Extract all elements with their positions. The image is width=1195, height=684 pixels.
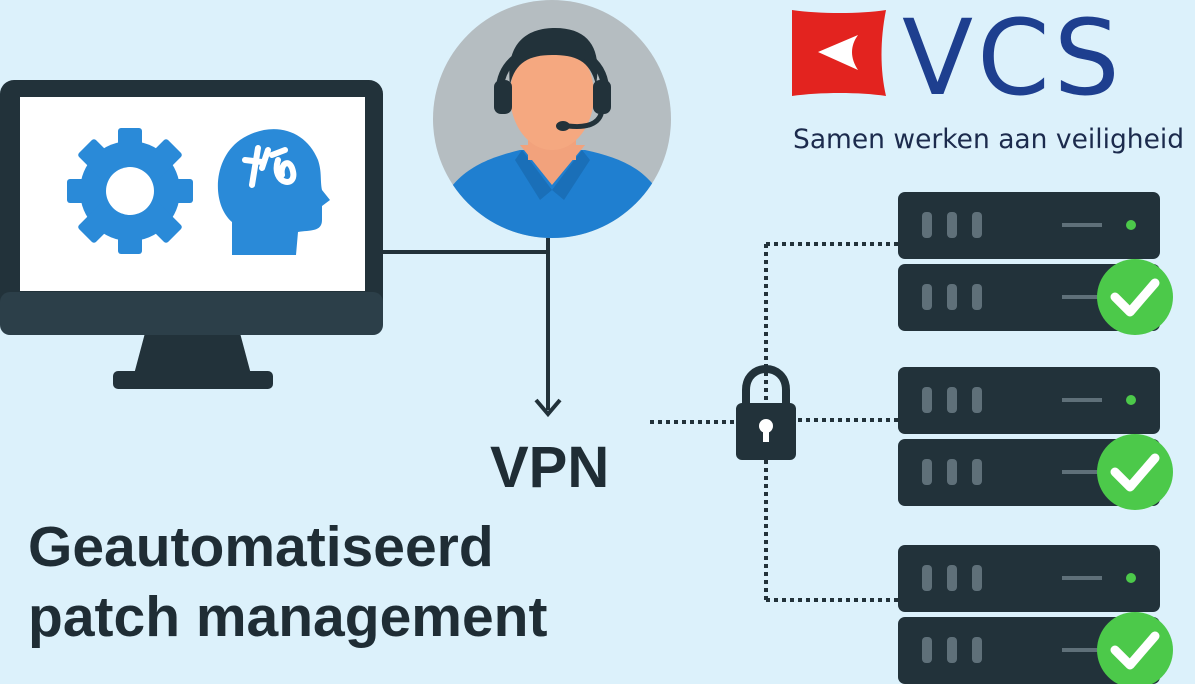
server-icon — [898, 367, 1173, 510]
server-icon — [898, 192, 1173, 335]
title-line-2: patch management — [28, 585, 547, 649]
monitor-icon — [0, 80, 383, 389]
brain-head-icon — [217, 129, 330, 255]
connection-arrow — [383, 226, 562, 418]
title-line-1: Geautomatiseerd — [28, 515, 494, 579]
logo-brand: VCS — [902, 0, 1124, 119]
logo-tagline: Samen werken aan veiligheid — [793, 124, 1184, 155]
check-icon — [1097, 434, 1173, 510]
vcs-logo: VCS Samen werken aan veiligheid — [792, 0, 1184, 155]
lock-icon — [736, 365, 796, 460]
support-agent-avatar — [433, 0, 671, 238]
vpn-label: VPN — [490, 435, 609, 500]
check-icon — [1097, 259, 1173, 335]
server-icon — [898, 545, 1173, 684]
check-icon — [1097, 612, 1173, 684]
gear-icon — [67, 128, 193, 254]
